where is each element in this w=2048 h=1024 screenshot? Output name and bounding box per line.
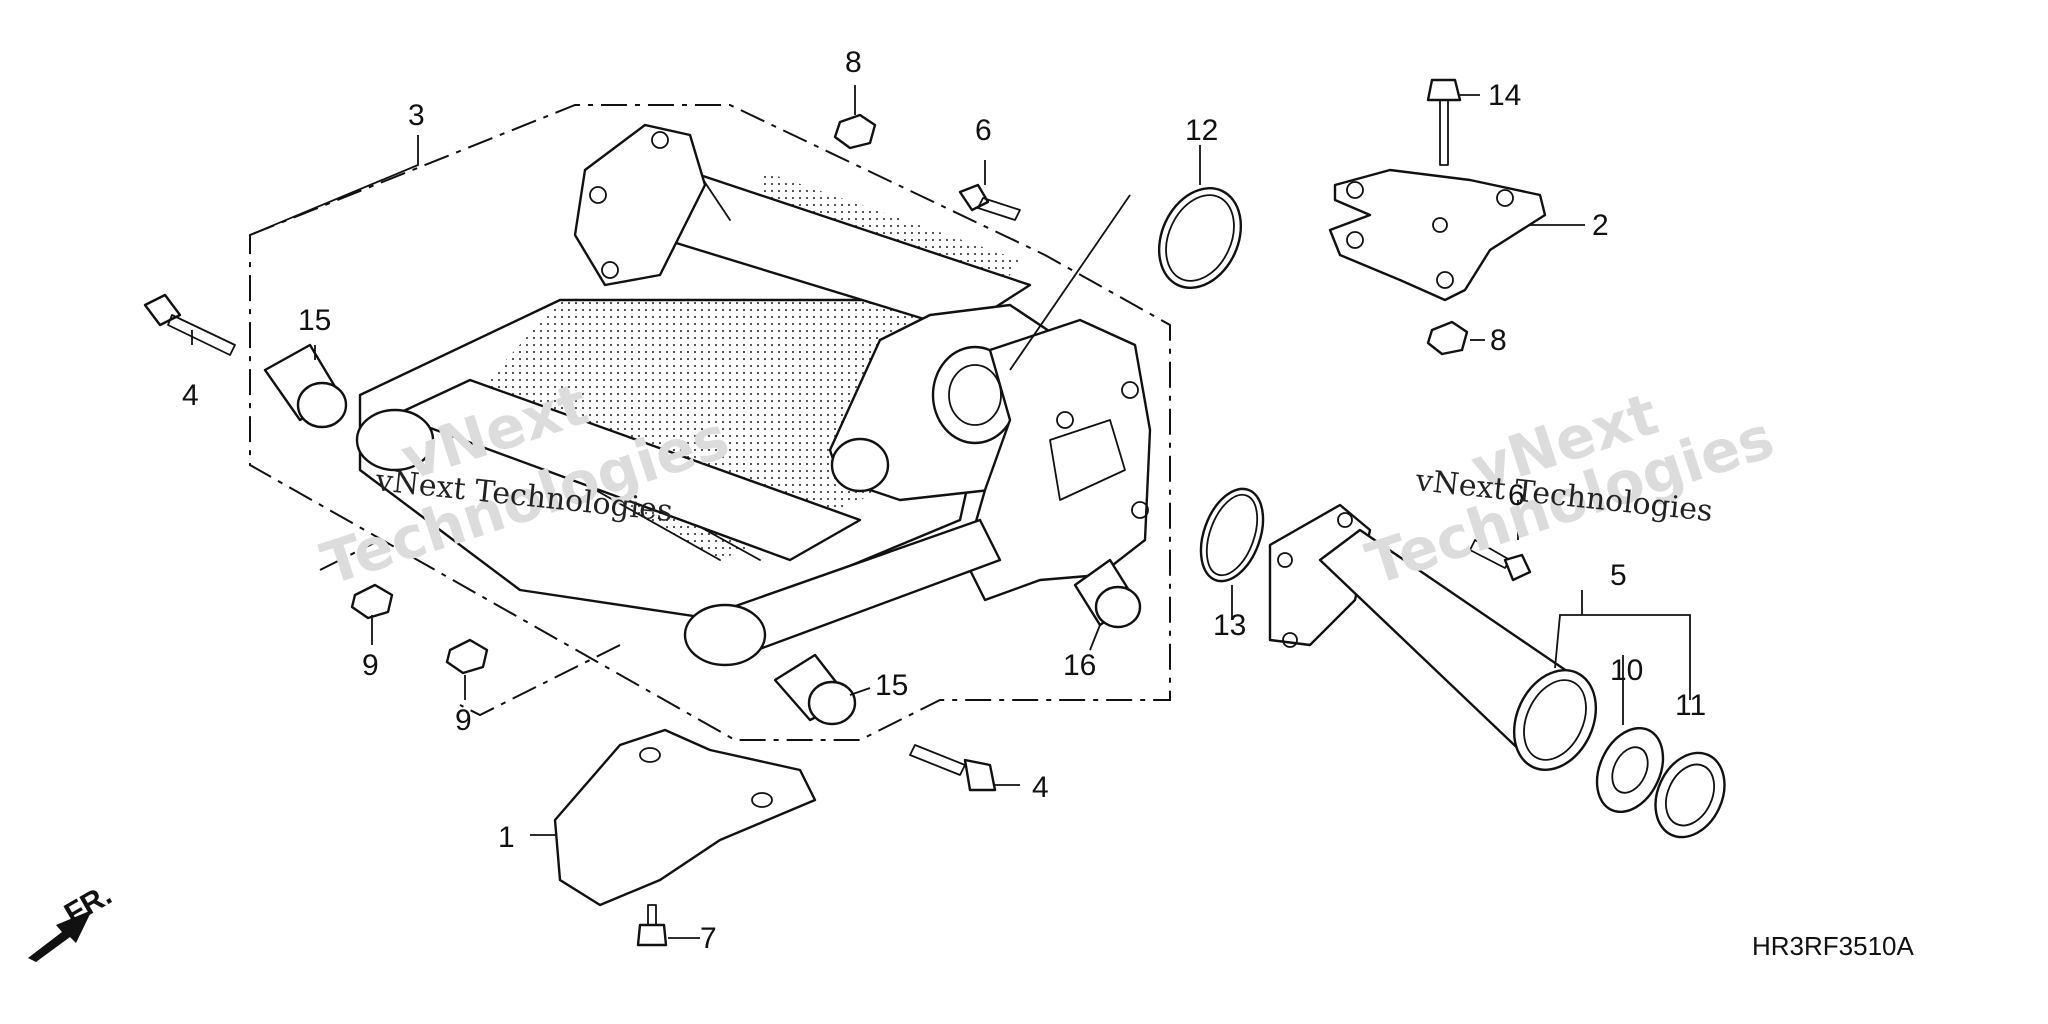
callout-7: 7 (700, 922, 717, 955)
bushing-15-lower (773, 653, 857, 726)
arrow-left-down-icon (28, 910, 92, 962)
callout-8-top: 8 (845, 46, 862, 79)
callout-14: 14 (1488, 79, 1521, 112)
swingarm-tube-5 (1268, 503, 1598, 771)
callout-15-upper: 15 (298, 304, 331, 337)
side-plate (963, 318, 1152, 602)
swingarm-frame (355, 123, 1152, 667)
bolt-7 (636, 904, 668, 947)
callout-13: 13 (1213, 609, 1246, 642)
nut-8-right (1426, 320, 1469, 356)
nut-9-right (445, 638, 489, 675)
callout-16: 16 (1063, 649, 1096, 682)
pivot-flange (573, 123, 707, 287)
skid-cover-1 (553, 728, 817, 907)
bolt-4-lower (909, 744, 997, 792)
callout-2: 2 (1592, 209, 1609, 242)
bolt-4-upper (143, 293, 236, 356)
nut-9-left (350, 583, 394, 620)
callout-3: 3 (408, 99, 425, 132)
callout-8-right: 8 (1490, 324, 1507, 357)
callout-9-left: 9 (362, 649, 379, 682)
bolt-6-top (958, 183, 1021, 221)
bushing-15-upper (263, 343, 348, 429)
callout-5: 5 (1610, 559, 1627, 592)
bushing-16 (1073, 558, 1142, 629)
callout-4-upper: 4 (182, 379, 199, 412)
assembly-outline (249, 104, 1171, 741)
bolt-14 (1426, 78, 1462, 166)
front-direction-indicator: FR. (28, 878, 117, 962)
callout-6-top: 6 (975, 114, 992, 147)
callout-9-right: 9 (455, 704, 472, 737)
o-ring-12 (1157, 187, 1243, 289)
frame-bracket-outline (319, 539, 621, 717)
callout-15-lower: 15 (875, 669, 908, 702)
callout-labels: 1 2 3 4 4 5 6 6 7 8 8 9 9 10 11 12 13 14… (182, 46, 1706, 955)
callout-1: 1 (498, 821, 515, 854)
callout-12: 12 (1185, 114, 1218, 147)
callout-4-lower: 4 (1032, 771, 1049, 804)
bearing-10 (1595, 726, 1665, 814)
nut-8-top (833, 113, 877, 150)
callout-6-right: 6 (1508, 479, 1525, 512)
o-ring-13 (1199, 487, 1265, 583)
callout-11: 11 (1675, 689, 1706, 722)
leader-lines (191, 85, 1691, 939)
diagram-code: HR3RF3510A (1752, 931, 1915, 961)
bolt-6-right (1469, 539, 1532, 582)
bracket-2 (1328, 168, 1547, 302)
callout-10: 10 (1610, 654, 1643, 687)
seal-11 (1654, 751, 1726, 839)
